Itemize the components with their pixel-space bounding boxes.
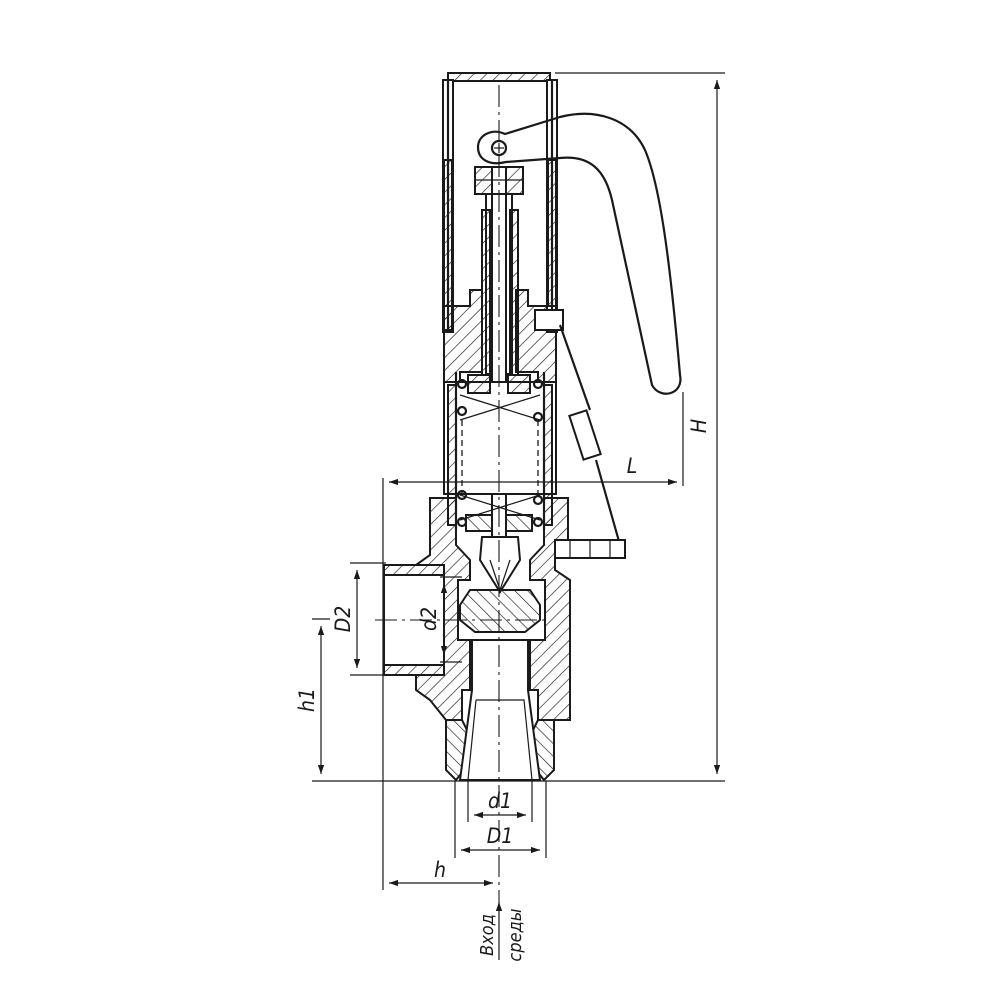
center-lines (375, 85, 545, 905)
valve-disc (459, 536, 541, 633)
test-lever (534, 309, 626, 559)
dimension-d1: d1 (467, 781, 533, 822)
flow-direction: Вход среды (477, 902, 526, 962)
spring-plate-bottom (465, 514, 533, 532)
dimension-D2: D2 (331, 562, 386, 676)
dimension-d2: d2 (417, 576, 462, 663)
dim-label-d1: d1 (488, 789, 512, 813)
bonnet (443, 289, 557, 530)
dimension-h1: h1 (295, 618, 330, 774)
dim-label-H: H (687, 419, 711, 433)
flow-label-line2: среды (505, 908, 526, 961)
dim-label-D1: D1 (487, 824, 514, 848)
spring-plate-top (467, 374, 531, 394)
dim-label-D2: D2 (331, 606, 355, 633)
dim-label-h: h (434, 858, 446, 882)
dimension-D1: D1 (454, 781, 547, 858)
dim-label-h1: h1 (295, 688, 319, 712)
spring (456, 378, 544, 528)
dim-label-d2: d2 (417, 607, 441, 631)
dimension-H: H (312, 72, 725, 782)
flow-label-line1: Вход (477, 914, 498, 956)
dimension-h: h (389, 858, 493, 887)
dimension-L: L (382, 392, 684, 890)
dim-label-L: L (627, 454, 638, 478)
